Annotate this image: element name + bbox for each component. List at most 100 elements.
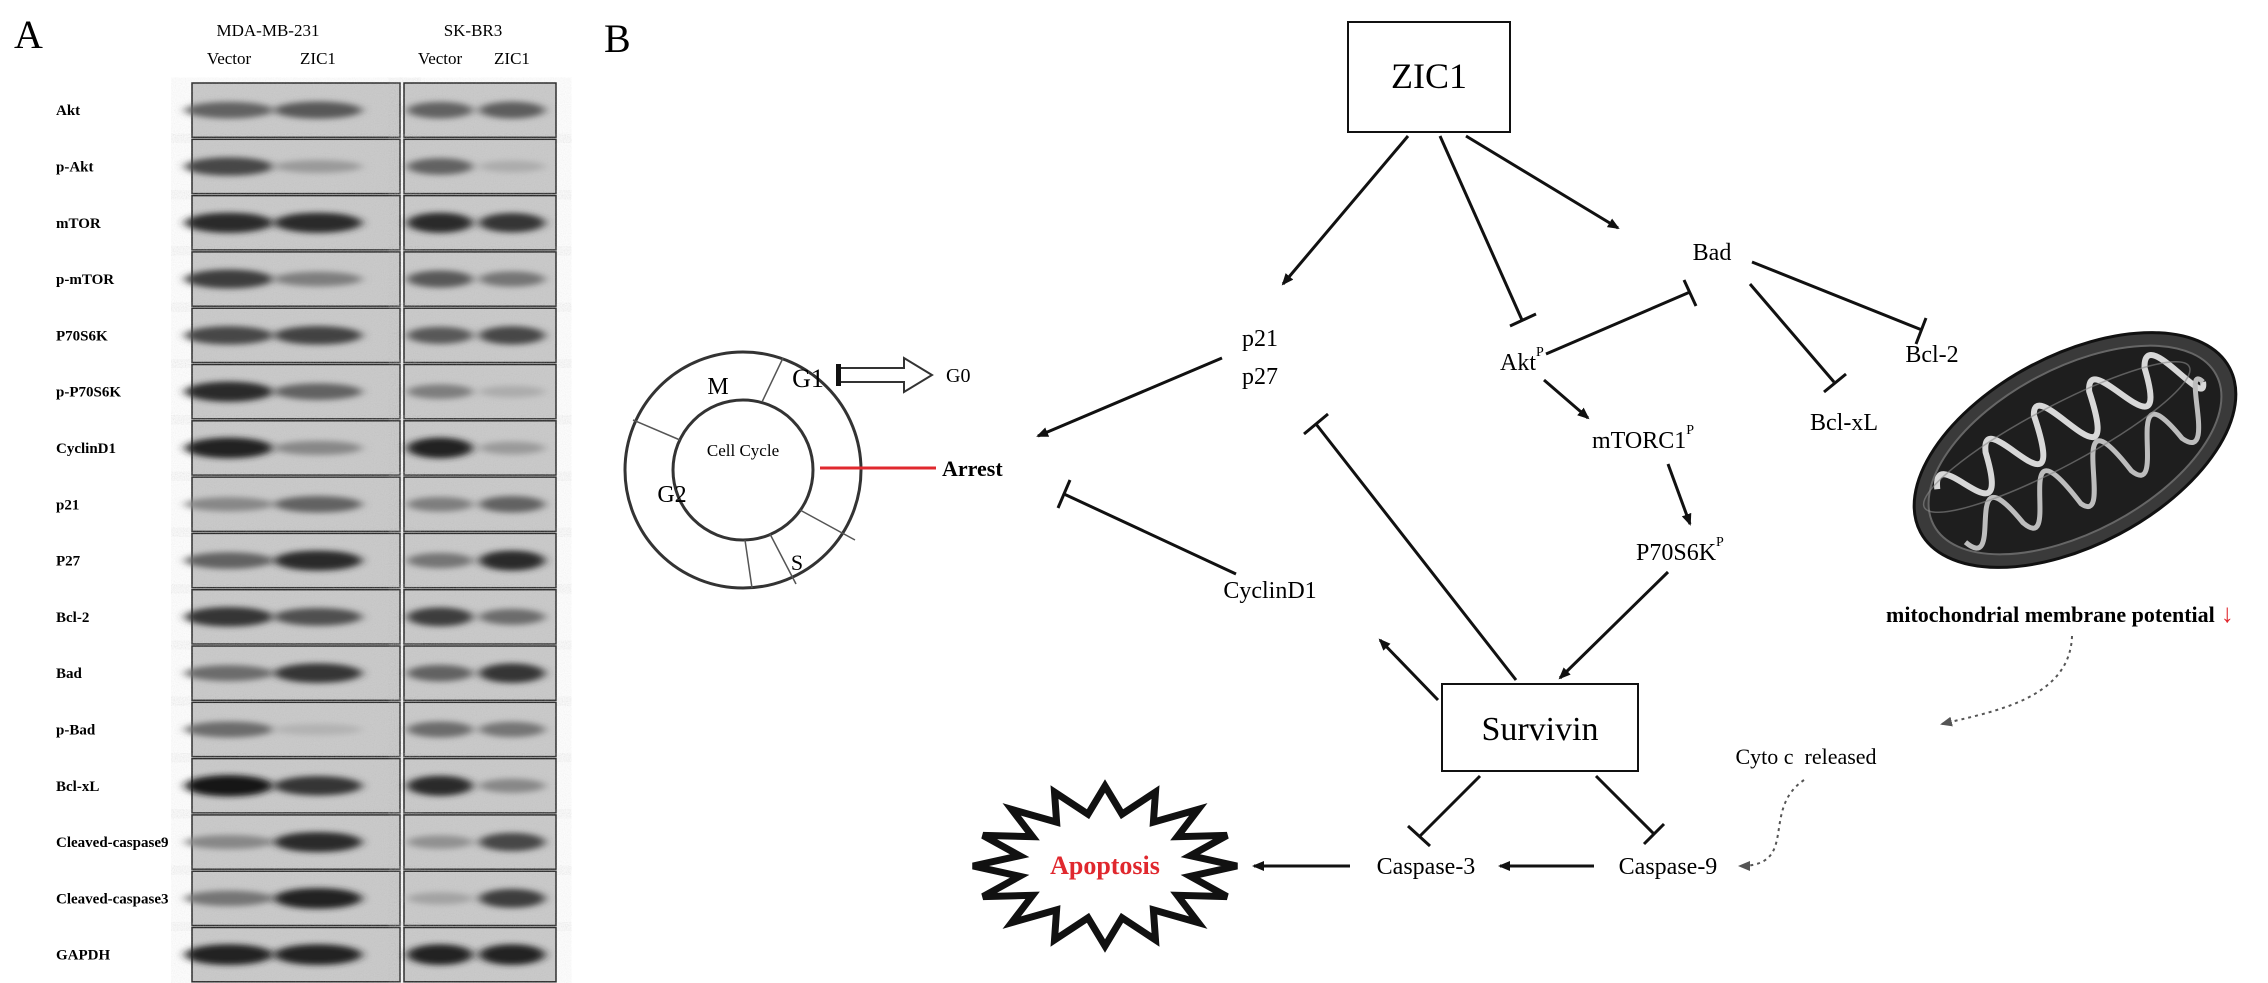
blot-band (407, 721, 473, 738)
blot-band (407, 101, 473, 119)
lane-label-zic1-2: ZIC1 (494, 49, 530, 68)
blot-band (479, 495, 545, 513)
blot-band (274, 271, 362, 287)
blot-band (479, 608, 545, 625)
g0-label: G0 (946, 365, 970, 387)
blot-row-label: Cleaved-caspase9 (56, 835, 169, 851)
blot-band (274, 944, 362, 966)
blot-band (274, 550, 362, 571)
blot-band (274, 440, 362, 456)
cytoc-label: Cyto c released (1735, 744, 1876, 769)
blot-band (274, 887, 362, 909)
blot-band (185, 497, 273, 512)
mtorc1-label: mTORC1P (1592, 423, 1694, 454)
mito-down-arrow: ↓ (2221, 599, 2234, 628)
blot-band (185, 890, 273, 907)
edge-bad-inhibit-bclxl-bar (1823, 372, 1847, 394)
edge-bad-inhibit-bcl2-bar (1914, 317, 1928, 345)
blot-band (185, 326, 273, 345)
blot-band (274, 326, 362, 345)
blot-row-label: p-Akt (56, 159, 94, 175)
cell-cycle-divider (632, 419, 681, 441)
blot-band (274, 383, 362, 400)
mitochondrion-illustration (1912, 331, 2238, 569)
bclxl-label: Bcl-xL (1810, 410, 1878, 436)
blot-band (479, 663, 545, 683)
blot-band (185, 944, 273, 966)
blot-band (185, 101, 273, 119)
akt-sup: P (1536, 345, 1544, 360)
blot-band (185, 834, 273, 850)
edge-survivin-inhibit-p27-bar (1303, 412, 1329, 436)
blot-band (185, 437, 273, 459)
cell-cycle-divider (744, 539, 753, 589)
edge-survivin-inhibit-p27 (1314, 423, 1518, 681)
blot-row-label: p21 (56, 497, 79, 513)
blot-row-label: Akt (56, 103, 80, 119)
zic1-label: ZIC1 (1391, 56, 1467, 96)
cell-cycle-diagram: Cell Cycle M G1 G2 S G0 (623, 350, 970, 590)
phase-s-label: S (791, 550, 803, 575)
blot-band (479, 385, 545, 398)
blot-band (185, 775, 273, 797)
blot-band (479, 326, 545, 345)
phase-g2-label: G2 (657, 482, 686, 508)
blot-row-label: p-mTOR (56, 272, 114, 288)
cell-line-label-mda: MDA-MB-231 (217, 21, 320, 40)
cell-line-label-skbr3: SK-BR3 (444, 21, 503, 40)
blot-band (274, 101, 362, 119)
blot-band (185, 607, 273, 627)
apoptosis-label: Apoptosis (1050, 851, 1160, 880)
apoptosis-starburst (972, 779, 1238, 953)
edge-survivin-inhibit-caspase3 (1418, 774, 1482, 838)
edge-survivin-inhibit-caspase9-bar (1642, 822, 1666, 846)
p27-label: p27 (1242, 364, 1278, 390)
edge-cyclind1-inhibit-arrest (1063, 492, 1237, 576)
blot-band (185, 665, 273, 682)
blot-band (407, 158, 473, 175)
inhibition-edges (1056, 135, 1928, 848)
p21-label: p21 (1242, 326, 1278, 352)
edge-mito-to-cytoc (1940, 635, 2073, 727)
edge-survivin-inhibit-caspase3-bar (1406, 824, 1432, 848)
edge-zic1-inhibit-akt-bar (1509, 312, 1537, 328)
blot-band (407, 496, 473, 512)
panel-b-label: B (604, 16, 631, 61)
edge-akt-to-mtorc1 (1543, 378, 1590, 420)
blot-band (407, 437, 473, 459)
blot-row-label: P27 (56, 554, 81, 570)
blot-band (185, 721, 273, 738)
zic1-box (1347, 21, 1511, 133)
blot-row-label: CyclinD1 (56, 441, 116, 457)
edge-zic1-to-bad (1465, 134, 1620, 230)
blot-band (479, 832, 545, 852)
cell-cycle-divider (769, 533, 797, 585)
blot-band (407, 270, 473, 288)
cell-cycle-divider (799, 509, 856, 541)
cell-cycle-center-label: Cell Cycle (707, 441, 779, 460)
edge-mtorc1-to-p70s6k (1666, 463, 1692, 526)
edge-akt-inhibit-bad-bar (1682, 279, 1698, 307)
pathway-diagram: ZIC1 Survivin Bad p21 p27 AktP mTORC1P P… (623, 21, 2238, 953)
edge-survivin-to-cyclind1 (1378, 638, 1440, 702)
g0-exit-arrow (839, 356, 934, 394)
blot-band (479, 944, 545, 966)
blot-row-label: Bcl-2 (56, 610, 89, 626)
blot-row-label: mTOR (56, 216, 101, 232)
blot-band (407, 212, 473, 233)
blot-band (407, 326, 473, 344)
blot-band (185, 212, 273, 233)
edge-cyclind1-inhibit-arrest-bar (1056, 479, 1072, 509)
blot-row-label: GAPDH (56, 948, 110, 964)
phase-g1-label: G1 (792, 364, 824, 393)
cell-cycle-inner-circle (671, 398, 815, 542)
blot-band (479, 160, 545, 173)
survivin-box (1441, 683, 1639, 772)
edge-zic1-inhibit-akt (1438, 135, 1524, 321)
edge-cytoc-to-caspase9 (1738, 779, 1805, 871)
mtorc1-sup: P (1686, 423, 1694, 438)
lane-label-vector-2: Vector (418, 49, 463, 68)
edge-zic1-to-p21 (1281, 135, 1410, 286)
bcl2-label: Bcl-2 (1905, 342, 1958, 368)
blot-band (274, 607, 362, 626)
